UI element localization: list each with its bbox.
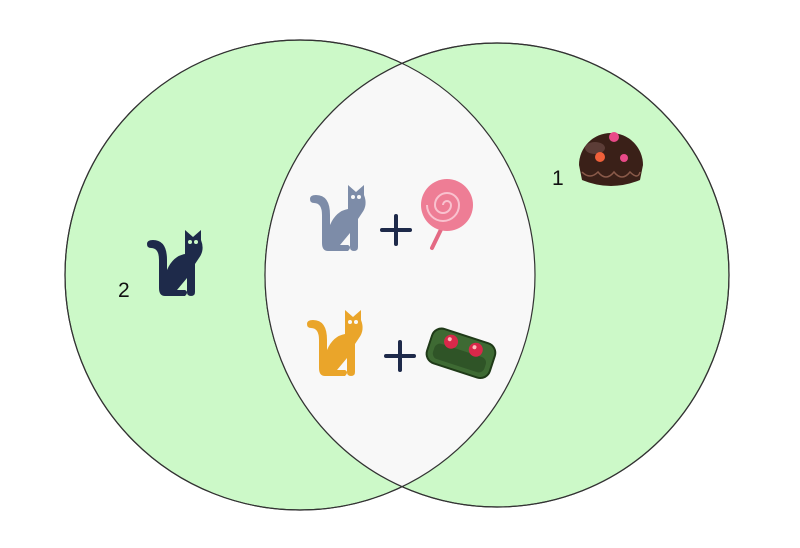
set-left-label: 2 [118, 279, 130, 302]
plus-icon [380, 214, 412, 246]
lollipop-icon [421, 179, 473, 250]
green-candy-bar-icon [425, 327, 497, 380]
cat-icon [310, 185, 366, 251]
cat-icon [307, 310, 363, 376]
cat-icon [147, 230, 203, 296]
chocolate-truffle-icon [579, 132, 643, 186]
intersection-region [265, 43, 535, 507]
plus-icon [384, 340, 416, 372]
set-right-label: 1 [552, 167, 564, 190]
